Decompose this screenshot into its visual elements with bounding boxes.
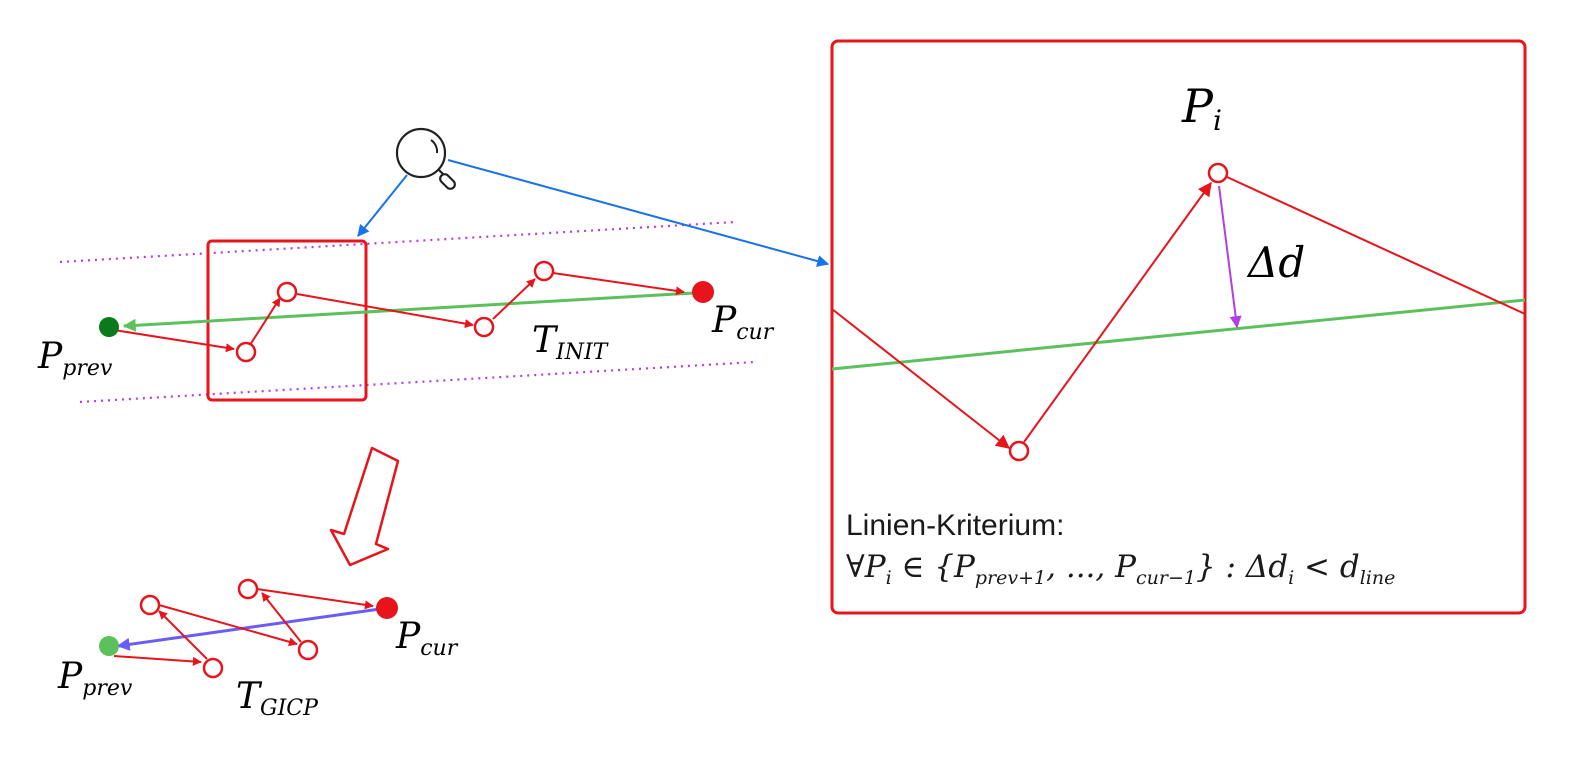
formula-sub-prev: prev+1 <box>974 567 1047 590</box>
t-init-label: TINIT <box>532 320 610 365</box>
p-cur-node <box>376 597 398 619</box>
formula-sub-i: i <box>1288 567 1295 590</box>
traj-edge <box>296 293 474 329</box>
traj-node <box>297 639 319 661</box>
formula-close: } : Δ <box>1195 549 1269 585</box>
formula-sub-line: line <box>1359 567 1396 590</box>
t-gicp-label: TGICP <box>236 676 319 721</box>
formula-d: d <box>1339 549 1360 585</box>
criterion-title: Linien-Kriterium: <box>846 509 1065 542</box>
p-i-label: Pi <box>1181 79 1222 137</box>
detail-node <box>1008 440 1030 462</box>
detail-edge <box>831 308 1011 449</box>
traj-node <box>202 657 224 679</box>
traj-node <box>533 260 555 282</box>
detail-baseline <box>831 298 1526 371</box>
corridor-upper-bound <box>59 220 736 264</box>
traj-node <box>276 281 298 303</box>
p-prev-node <box>99 317 119 337</box>
traj-edge <box>261 592 302 643</box>
traj-edge <box>158 604 298 647</box>
formula-p: P <box>1115 549 1136 585</box>
criterion-formula: ∀Pi ∈ {Pprev+1, ..., Pcur−1} : Δdi < dli… <box>846 544 1526 601</box>
delta-d-label: Δd <box>1246 238 1305 287</box>
detail-panel <box>830 39 1527 615</box>
formula-sub-i: i <box>885 567 892 590</box>
p-cur-node <box>692 281 714 303</box>
p-prev-label-top: Pprev <box>37 336 113 381</box>
traj-edge <box>113 655 202 666</box>
p-prev-label-bottom: Pprev <box>57 656 133 701</box>
traj-edge <box>552 272 685 296</box>
traj-edge <box>256 588 374 610</box>
criterion-caption: Linien-Kriterium: ∀Pi ∈ {Pprev+1, ..., P… <box>846 508 1526 601</box>
traj-edge <box>113 329 235 353</box>
traj-node <box>473 316 495 338</box>
traj-edge <box>158 610 208 660</box>
p-i-node <box>1207 162 1229 184</box>
delta-d-arrow <box>1218 185 1242 329</box>
detail-edge <box>1023 181 1212 443</box>
traj-edge <box>492 278 536 320</box>
gicp-baseline-arrow <box>116 607 381 651</box>
forall-symbol: ∀ <box>846 549 865 585</box>
traj-node <box>237 578 259 600</box>
formula-p: P <box>864 549 886 585</box>
detail-edge <box>1226 176 1526 315</box>
formula-in: ∈ { <box>891 549 955 585</box>
corridor-lower-bound <box>79 360 756 404</box>
formula-d: d <box>1268 549 1289 585</box>
traj-node <box>139 594 161 616</box>
traj-edge <box>249 297 281 346</box>
zoom-pointer-to-panel <box>447 159 830 267</box>
p-cur-label-top: Pcur <box>711 300 775 345</box>
down-arrow-icon <box>329 446 400 567</box>
formula-dots: , ..., <box>1046 549 1116 585</box>
init-baseline-arrow <box>122 291 695 332</box>
p-prev-node <box>99 636 119 656</box>
p-cur-label-bottom: Pcur <box>395 616 459 661</box>
formula-lt: < <box>1294 549 1340 585</box>
zoom-pointer-to-box <box>357 174 408 237</box>
magnifier-icon <box>395 127 456 190</box>
traj-node <box>235 341 257 363</box>
formula-p: P <box>954 549 975 585</box>
formula-sub-cur: cur−1 <box>1135 567 1196 590</box>
